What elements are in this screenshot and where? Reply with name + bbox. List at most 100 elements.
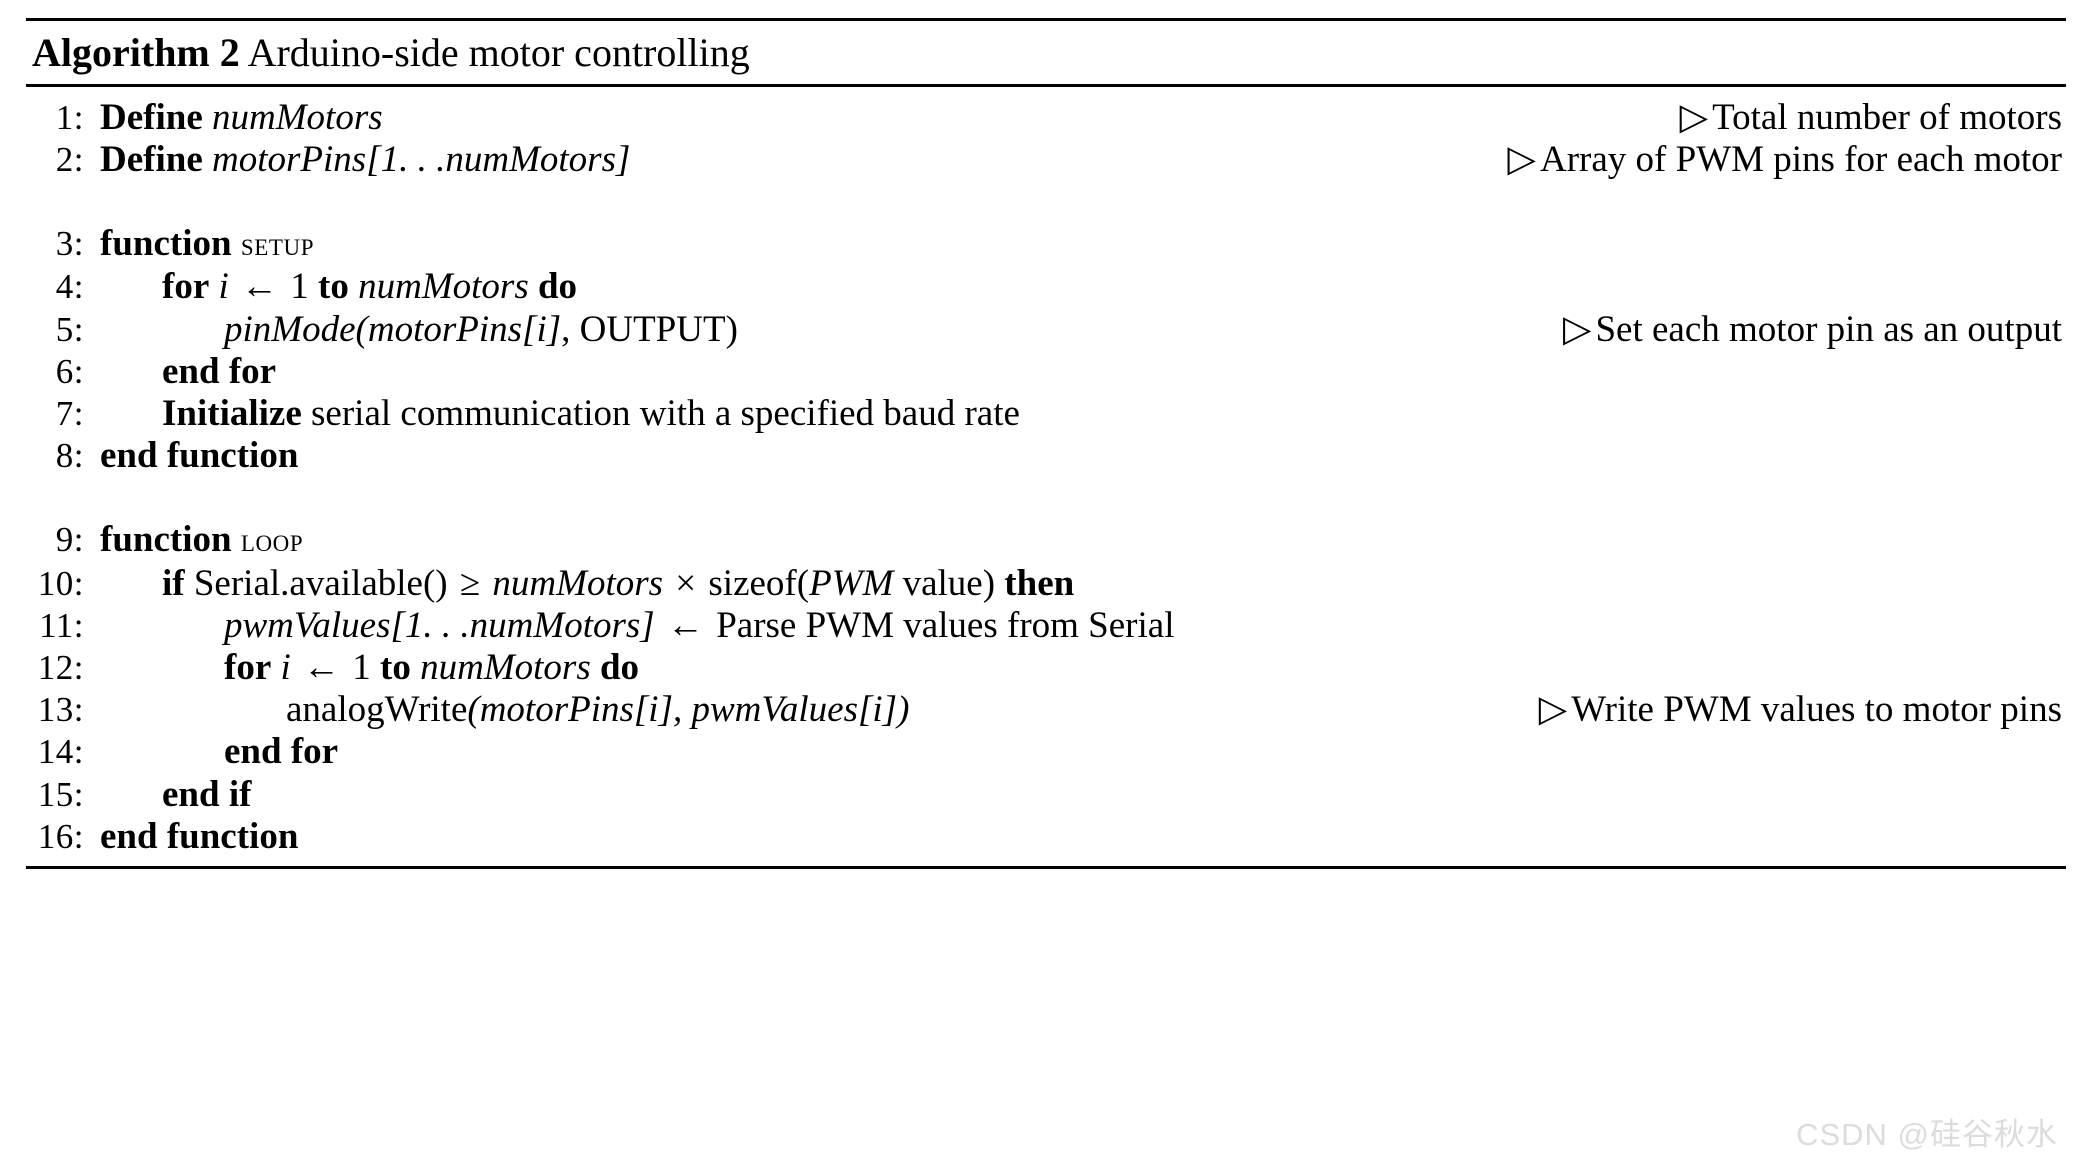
var-num-motors: numMotors	[492, 562, 664, 604]
comma: ,	[672, 689, 683, 731]
statement: Define motorPins[1. . .numMotors]	[100, 139, 630, 181]
word-value: value	[902, 562, 983, 604]
paren-open: (	[355, 308, 368, 350]
bracket-close: ]	[658, 689, 673, 731]
bracket-close: ]	[615, 139, 631, 180]
var-i: i	[218, 266, 229, 308]
statement: Define numMotors	[100, 97, 383, 139]
func-sizeof: sizeof	[708, 562, 797, 604]
line-content: function setup	[100, 223, 2066, 266]
algorithm-line-16: 16: end function	[26, 816, 2066, 858]
caption-rule	[26, 83, 2066, 87]
paren-close: )	[725, 308, 738, 350]
bottom-rule	[26, 866, 2066, 870]
line-content: end function	[100, 816, 2066, 858]
line-number: 7:	[55, 394, 84, 434]
comment-triangle-icon: ▷	[1538, 689, 1568, 731]
line-number: 4:	[55, 267, 84, 307]
algorithm-line-9: 9: function loop	[26, 519, 2066, 562]
statement: function setup	[100, 223, 314, 266]
keyword-define: Define	[100, 96, 203, 138]
line-content: pwmValues[1. . .numMotors] ← Parse PWM v…	[100, 605, 2066, 647]
line-number: 1:	[55, 97, 84, 137]
line-number: 5:	[55, 309, 84, 349]
line-content: Define motorPins[1. . .numMotors] ▷Array…	[100, 139, 2066, 181]
statement: pwmValues[1. . .numMotors] ← Parse PWM v…	[100, 605, 1174, 647]
algorithm-line-2: 2: Define motorPins[1. . .numMotors] ▷Ar…	[26, 139, 2066, 181]
range-start: 1	[404, 604, 424, 646]
var-i: i	[648, 689, 659, 731]
func-analog-write: analogWrite	[286, 689, 468, 731]
keyword-to: to	[318, 266, 349, 308]
comment-text: Set each motor pin as an output	[1595, 308, 2062, 350]
keyword-do: do	[599, 647, 640, 689]
keyword-initialize: Initialize	[162, 393, 302, 435]
func-pin-mode: pinMode	[224, 308, 356, 350]
line-number: 10:	[37, 563, 84, 603]
bracket-open: [	[390, 604, 405, 646]
line-comment: ▷Write PWM values to motor pins	[1539, 689, 2066, 731]
bracket-open: [	[857, 689, 873, 731]
var-motor-pins: motorPins	[367, 308, 523, 350]
line-content: Initialize serial communication with a s…	[100, 393, 2066, 435]
line-number: 11:	[39, 605, 84, 645]
line-number: 13:	[37, 690, 84, 730]
proc-name-loop: loop	[240, 523, 304, 560]
algorithm-spacer	[26, 477, 2066, 519]
line-number: 15:	[37, 774, 84, 814]
line-number: 16:	[37, 816, 84, 856]
var-num-motors: numMotors	[469, 604, 641, 646]
paren-close: )	[897, 689, 910, 731]
assign-arrow: ←	[666, 604, 704, 646]
var-pwm-values: pwmValues	[691, 689, 858, 731]
keyword-function: function	[100, 519, 232, 561]
var-i: i	[872, 689, 883, 731]
algorithm-body: 1: Define numMotors ▷Total number of mot…	[26, 87, 2066, 866]
algorithm-line-12: 12: for i ← 1 to numMotors do	[26, 647, 2066, 689]
operator-geq: ≥	[459, 562, 481, 604]
algorithm-line-11: 11: pwmValues[1. . .numMotors] ← Parse P…	[26, 605, 2066, 647]
ellipsis: . . .	[399, 139, 446, 180]
bracket-open: [	[366, 139, 381, 180]
algorithm-line-4: 4: for i ← 1 to numMotors do	[26, 266, 2066, 308]
keyword-do: do	[537, 266, 578, 308]
range-start: 1	[290, 266, 309, 308]
var-num-motors: numMotors	[212, 96, 383, 138]
var-num-motors: numMotors	[420, 647, 591, 689]
var-motor-pins: motorPins	[212, 139, 367, 180]
algorithm-caption-title: Arduino-side motor controlling	[247, 30, 750, 75]
keyword-for: for	[162, 266, 210, 308]
line-comment: ▷Total number of motors	[1680, 97, 2066, 139]
line-content: end function	[100, 435, 2066, 477]
statement: end function	[100, 816, 298, 858]
line-content: pinMode(motorPins[i], OUTPUT) ▷Set each …	[100, 309, 2066, 351]
assign-arrow: ←	[241, 266, 279, 308]
keyword-end-for: end for	[162, 350, 277, 392]
keyword-if: if	[162, 562, 185, 604]
range-start: 1	[352, 647, 371, 689]
algorithm-caption: Algorithm 2 Arduino-side motor controlli…	[26, 21, 2066, 84]
const-output: OUTPUT	[579, 308, 726, 350]
call-serial-available: Serial.available()	[193, 562, 448, 604]
algorithm-block: Algorithm 2 Arduino-side motor controlli…	[26, 18, 2066, 870]
paren-open: (	[796, 562, 810, 604]
keyword-then: then	[1004, 562, 1075, 604]
algorithm-line-6: 6: end for	[26, 351, 2066, 393]
comment-text: Write PWM values to motor pins	[1571, 689, 2062, 731]
algorithm-line-10: 10: if Serial.available() ≥ numMotors × …	[26, 563, 2066, 605]
keyword-end-function: end function	[100, 815, 299, 857]
line-number: 14:	[37, 732, 84, 772]
comment-text: Total number of motors	[1712, 96, 2062, 138]
line-comment: ▷Array of PWM pins for each motor	[1508, 139, 2066, 181]
line-comment: ▷Set each motor pin as an output	[1563, 309, 2066, 351]
comment-triangle-icon: ▷	[1563, 308, 1592, 350]
comma: ,	[561, 308, 571, 350]
keyword-define: Define	[100, 139, 203, 180]
statement: end for	[100, 731, 338, 773]
line-content: for i ← 1 to numMotors do	[100, 266, 2066, 308]
statement-text: Parse PWM values from Serial	[716, 604, 1175, 646]
line-content: end if	[100, 774, 2066, 816]
var-motor-pins: motorPins	[479, 689, 634, 731]
var-i: i	[280, 647, 291, 689]
comment-text: Array of PWM pins for each motor	[1540, 139, 2062, 180]
